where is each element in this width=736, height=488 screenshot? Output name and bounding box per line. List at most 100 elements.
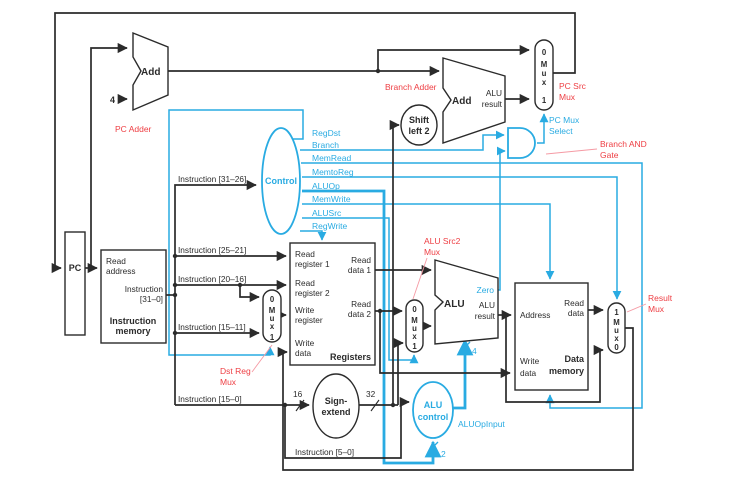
dmem-write-data-label: Write [520,356,540,366]
alu-control-label: ALU [424,400,443,410]
imem-name: Instruction [110,316,157,326]
alu-src2-mux-0: 0 [412,305,417,314]
pc-src-mux: 0 M u x 1 [534,39,554,111]
instr-20-16-label: Instruction [20–16] [178,274,246,284]
pc-label: PC [69,263,82,273]
alusrc-wire [302,217,419,364]
pc-plus4-to-mux-wire [377,44,530,71]
read-data2-to-dmem-wire [379,311,511,379]
memtoreg-label: MemtoReg [312,167,354,177]
imem-read-address-label2: address [106,266,136,276]
pc-feedback-wire [51,12,576,274]
data-wires [51,12,634,471]
branch-adder-result-label2: result [482,99,503,109]
sign-extend-label: Sign- [325,396,348,406]
branch-adder-block: Add ALU result [442,57,506,144]
pc-mux-select-wire [537,113,549,144]
to-shift-left-wire [389,119,400,405]
pc-src-mux-name: PC Src [559,81,587,91]
alu-src2-mux-x: x [412,332,417,341]
registers-block: Read register 1 Read register 2 Write re… [289,242,376,366]
pc-src-mux-m: M [541,60,548,69]
data-memory-block: Address Read data Write data Data memory [514,282,589,391]
red-annotations: PC Adder Branch Adder PC Src Mux Branch … [115,81,673,387]
alu-label: ALU [444,299,465,310]
shift-left-2-block: Shift left 2 [400,104,438,146]
aluopinput-label: ALUOpInput [458,419,505,429]
branch-and-gate-name: Branch AND [600,139,647,149]
width-2-slash [427,441,439,453]
result-mux-name: Result [648,293,673,303]
writeback-wire [277,327,634,471]
aluop-wire [302,189,442,465]
instruction-memory-block: Read address Instruction [31–0] Instruct… [100,249,167,344]
aluop-label: ALUOp [312,181,340,191]
field-20-16-to-mux-wire [239,285,260,303]
width-32-slash [370,399,380,412]
alu-src2-mux-leader [412,257,428,300]
sign-extend-block: Sign- extend [312,373,360,439]
dst-reg-mux-name: Dst Reg [220,366,251,376]
branch-label: Branch [312,140,339,150]
width-16-slash [295,399,305,412]
field-labels: Instruction [31–26] Instruction [25–21] … [110,95,376,457]
pc-adder-name: PC Adder [115,124,152,134]
read-data1-label: Read [351,255,371,265]
pc-mux-select-label: PC Mux [549,115,580,125]
read-data1-label2: data 1 [348,265,371,275]
alu-src2-mux-1: 1 [412,342,417,351]
dst-reg-mux-name2: Mux [220,377,237,387]
control-block: Control [261,127,301,235]
zero-wire [496,146,506,291]
branch-and-gate [507,127,536,159]
zero-label: Zero [477,285,495,295]
regwrite-label: RegWrite [312,221,348,231]
dst-reg-mux: 0 M u x 1 [262,289,282,343]
width-16-label: 16 [293,389,303,399]
alu-src2-mux-name: ALU Src2 [424,236,461,246]
shift-left-label2: left 2 [408,126,429,136]
junction-dots [88,68,509,408]
alusrc-label: ALUSrc [312,208,342,218]
alu-result-bypass-wire [505,315,604,403]
write-data-label2: data [295,348,312,358]
const-4-label: 4 [110,95,115,105]
field-5-0-wire [284,396,410,459]
write-register-label: Write [295,305,315,315]
dmem-write-data-label2: data [520,368,537,378]
result-mux-x: x [614,334,619,343]
dst-reg-mux-0: 0 [270,295,275,304]
result-mux-name2: Mux [648,304,665,314]
imem-read-address-label: Read [106,256,126,266]
instr-15-11-label: Instruction [15–11] [178,322,246,332]
alu-src2-mux: 0 M u x 1 [405,299,424,353]
branch-adder-name: Branch Adder [385,82,437,92]
regdst-label: RegDst [312,128,341,138]
pc-src-mux-1: 1 [542,96,547,105]
alu-src2-mux-u: u [412,324,417,333]
read-register1-label2: register 1 [295,259,330,269]
shift-left-label: Shift [409,115,429,125]
branch-adder-label: Add [452,96,471,107]
imem-output-label: Instruction [125,284,164,294]
imem-name2: memory [115,326,150,336]
alu-src2-mux-name2: Mux [424,247,441,257]
dst-reg-mux-u: u [270,314,275,323]
dmem-read-data-label: Read [564,298,584,308]
pc-src-mux-u: u [542,69,547,78]
and-gate-leader [545,148,598,155]
pc-adder-block: Add [132,31,169,112]
result-mux-leader [626,303,647,313]
registers-name: Registers [330,352,371,362]
instr-25-21-label: Instruction [25–21] [178,245,246,255]
dst-reg-mux-leader [251,344,273,373]
memwrite-label: MemWrite [312,194,351,204]
pc-src-mux-name2: Mux [559,92,576,102]
branch-wire [300,130,505,151]
dst-reg-mux-x: x [270,322,275,331]
width-32-label: 32 [366,389,376,399]
branch-and-gate-name2: Gate [600,150,619,160]
result-mux-1: 1 [614,308,619,317]
